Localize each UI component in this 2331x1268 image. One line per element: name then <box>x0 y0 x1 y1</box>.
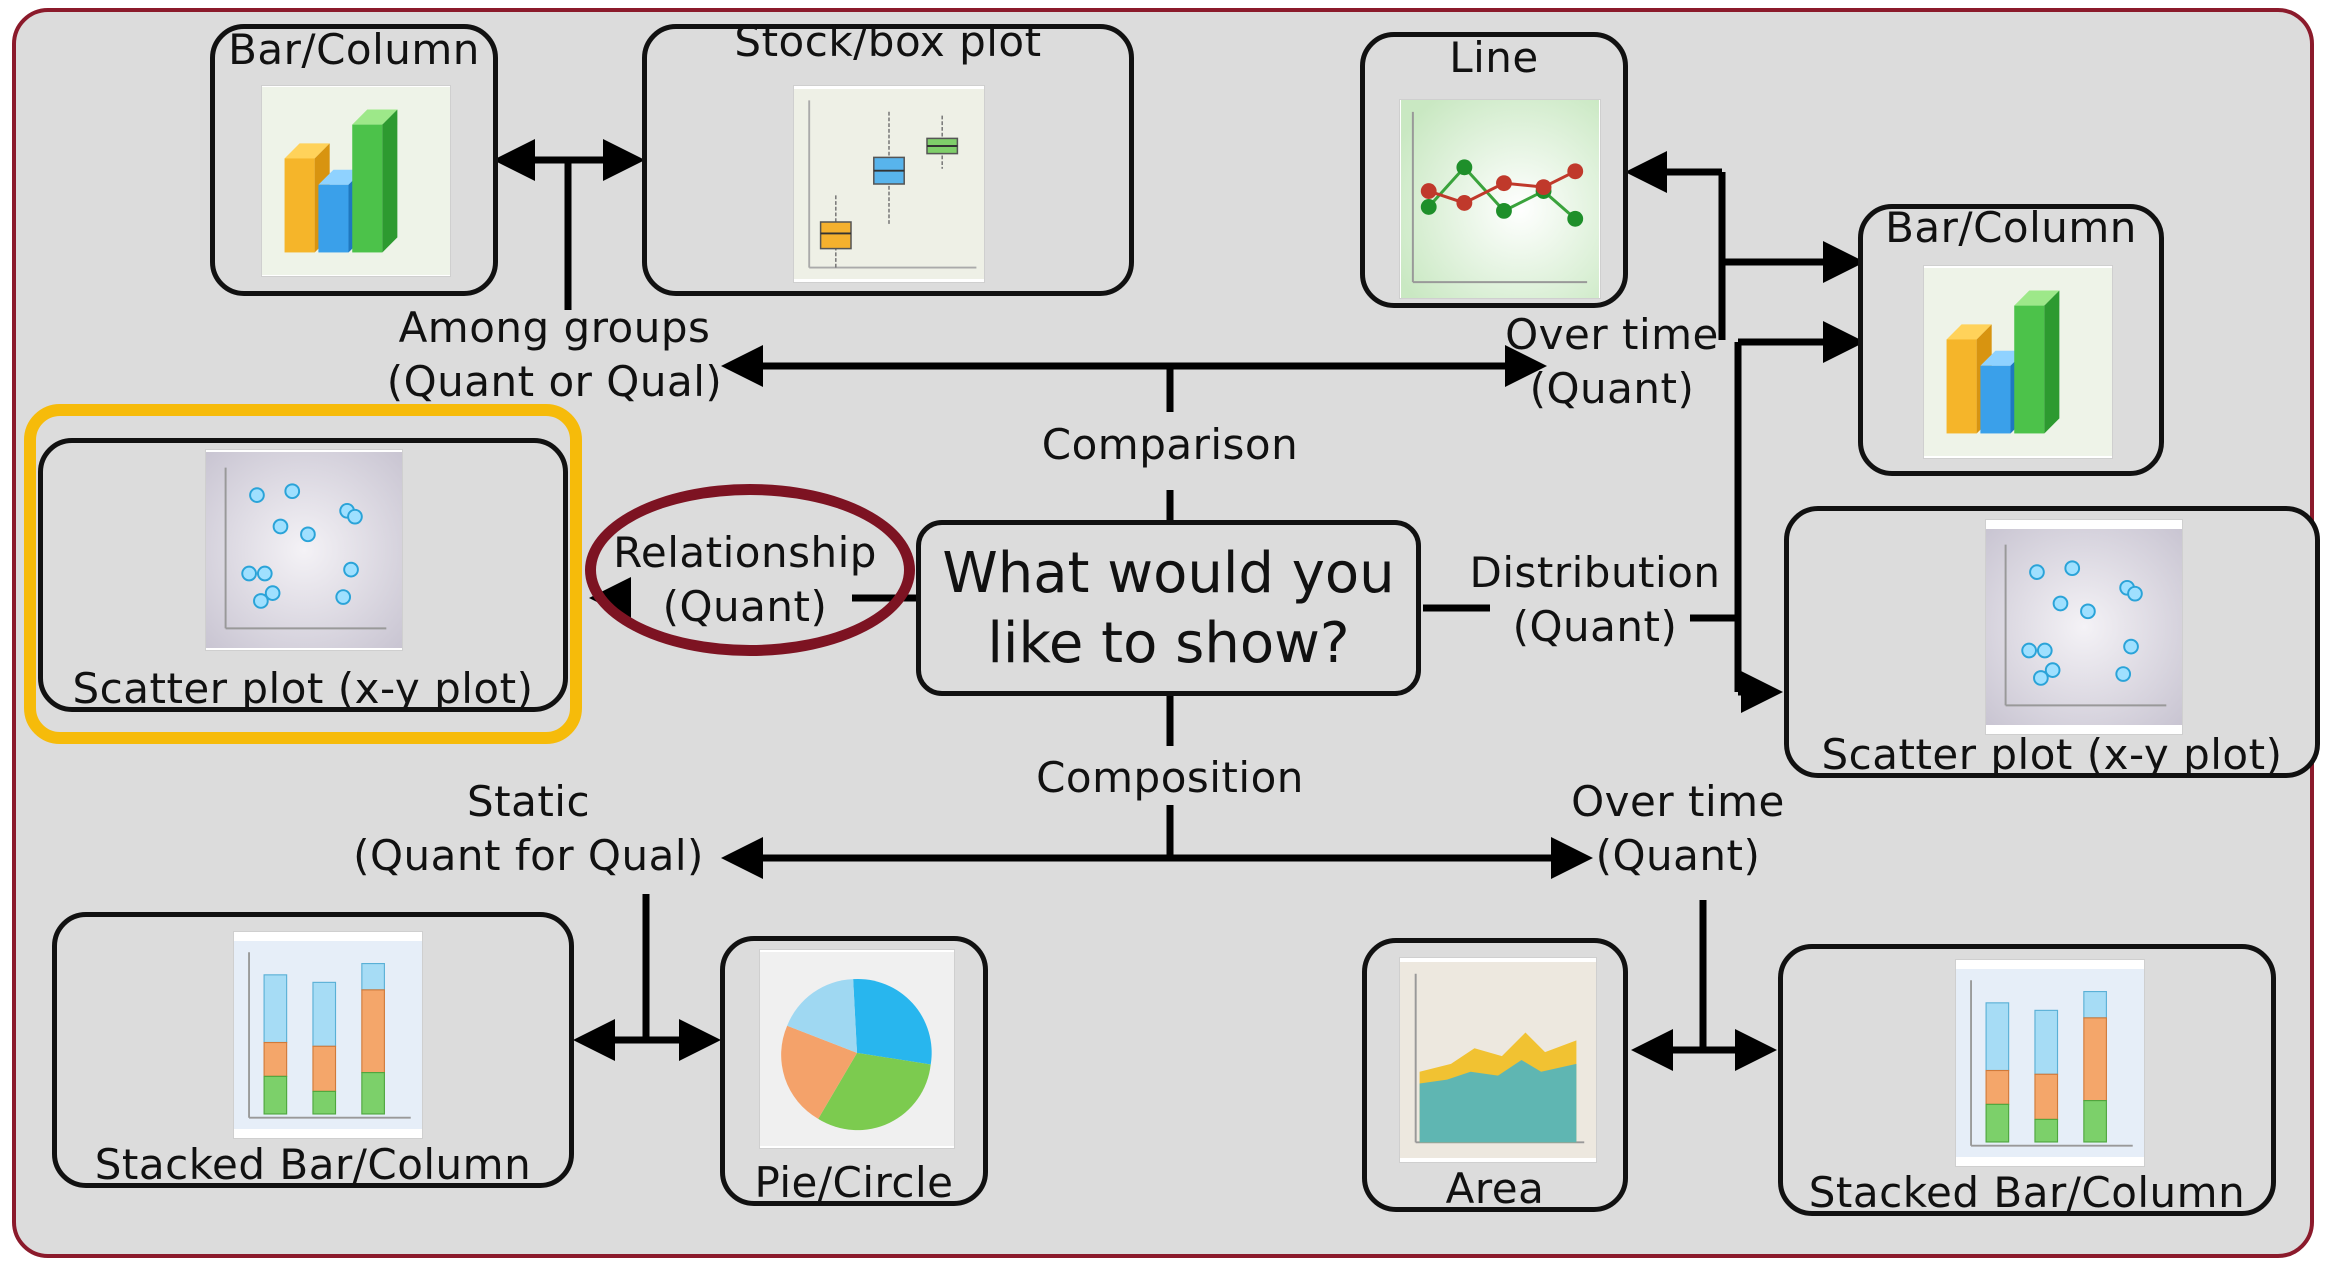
distribution-label-line1: Distribution <box>1469 548 1721 597</box>
chart-node-title: Area <box>1445 1164 1545 1213</box>
bar-chart-3d-icon <box>1923 265 2113 459</box>
over-time-composition-label: Over time (Quant) <box>1545 775 1811 883</box>
center-question-line1: What would you <box>942 541 1395 606</box>
over-time-composition-line1: Over time <box>1571 777 1785 826</box>
chart-node-title: Line <box>1449 33 1539 82</box>
chart-node-bar-column-top-left: Bar/Column <box>210 24 498 296</box>
over-time-comparison-line2: (Quant) <box>1529 364 1695 413</box>
chart-node-title: Scatter plot (x-y plot) <box>72 664 534 713</box>
chart-node-title: Stacked Bar/Column <box>1808 1168 2246 1217</box>
relationship-highlight-ring <box>585 484 915 656</box>
chart-node-title: Stacked Bar/Column <box>94 1140 532 1189</box>
relationship-label: Relationship (Quant) <box>590 526 900 634</box>
chart-node-line: Line <box>1360 32 1628 308</box>
center-question-line2: like to show? <box>987 611 1350 676</box>
chart-node-title: Bar/Column <box>228 25 480 74</box>
chart-node-title: Pie/Circle <box>754 1158 954 1207</box>
static-line1: Static <box>466 777 591 826</box>
chart-node-title: Bar/Column <box>1885 203 2137 252</box>
among-groups-line1: Among groups <box>398 303 711 352</box>
chart-node-stock-box-plot: Stock/box plot <box>642 17 1134 296</box>
scatter-highlight-ring <box>24 404 582 744</box>
chart-node-pie: Pie/Circle <box>720 936 988 1207</box>
box-plot-icon <box>793 85 985 283</box>
relationship-label-line1: Relationship <box>613 528 877 577</box>
chart-node-stacked-right: Stacked Bar/Column <box>1778 944 2276 1217</box>
distribution-label-line2: (Quant) <box>1512 602 1678 651</box>
stacked-bar-icon <box>233 931 423 1139</box>
center-question-box: What would you like to show? <box>916 520 1421 696</box>
pie-chart-icon <box>759 949 955 1149</box>
among-groups-line2: (Quant or Qual) <box>386 357 723 406</box>
over-time-comparison-line1: Over time <box>1505 310 1719 359</box>
static-label: Static (Quant for Qual) <box>336 775 721 883</box>
scatter-plot-icon <box>205 449 403 651</box>
among-groups-label: Among groups (Quant or Qual) <box>362 301 747 409</box>
composition-label: Composition <box>1036 753 1304 802</box>
bar-chart-3d-icon <box>261 85 451 277</box>
chart-node-title: Stock/box plot <box>734 17 1042 66</box>
area-chart-icon <box>1399 957 1597 1163</box>
chart-node-area: Area <box>1362 938 1628 1213</box>
distribution-label: Distribution (Quant) <box>1455 546 1735 654</box>
scatter-plot-icon <box>1985 519 2183 735</box>
chart-node-title: Scatter plot (x-y plot) <box>1821 730 2283 779</box>
chart-node-stacked-left: Stacked Bar/Column <box>52 912 574 1189</box>
line-chart-icon <box>1399 99 1601 299</box>
chart-node-scatter-left: Scatter plot (x-y plot) <box>38 438 568 713</box>
comparison-label: Comparison <box>1041 420 1299 469</box>
chart-node-bar-column-right: Bar/Column <box>1858 203 2164 476</box>
over-time-comparison-label: Over time (Quant) <box>1482 308 1742 416</box>
stacked-bar-icon <box>1955 959 2145 1167</box>
chart-node-scatter-right: Scatter plot (x-y plot) <box>1784 506 2320 779</box>
over-time-composition-line2: (Quant) <box>1595 831 1761 880</box>
relationship-label-line2: (Quant) <box>662 582 828 631</box>
static-line2: (Quant for Qual) <box>353 831 704 880</box>
